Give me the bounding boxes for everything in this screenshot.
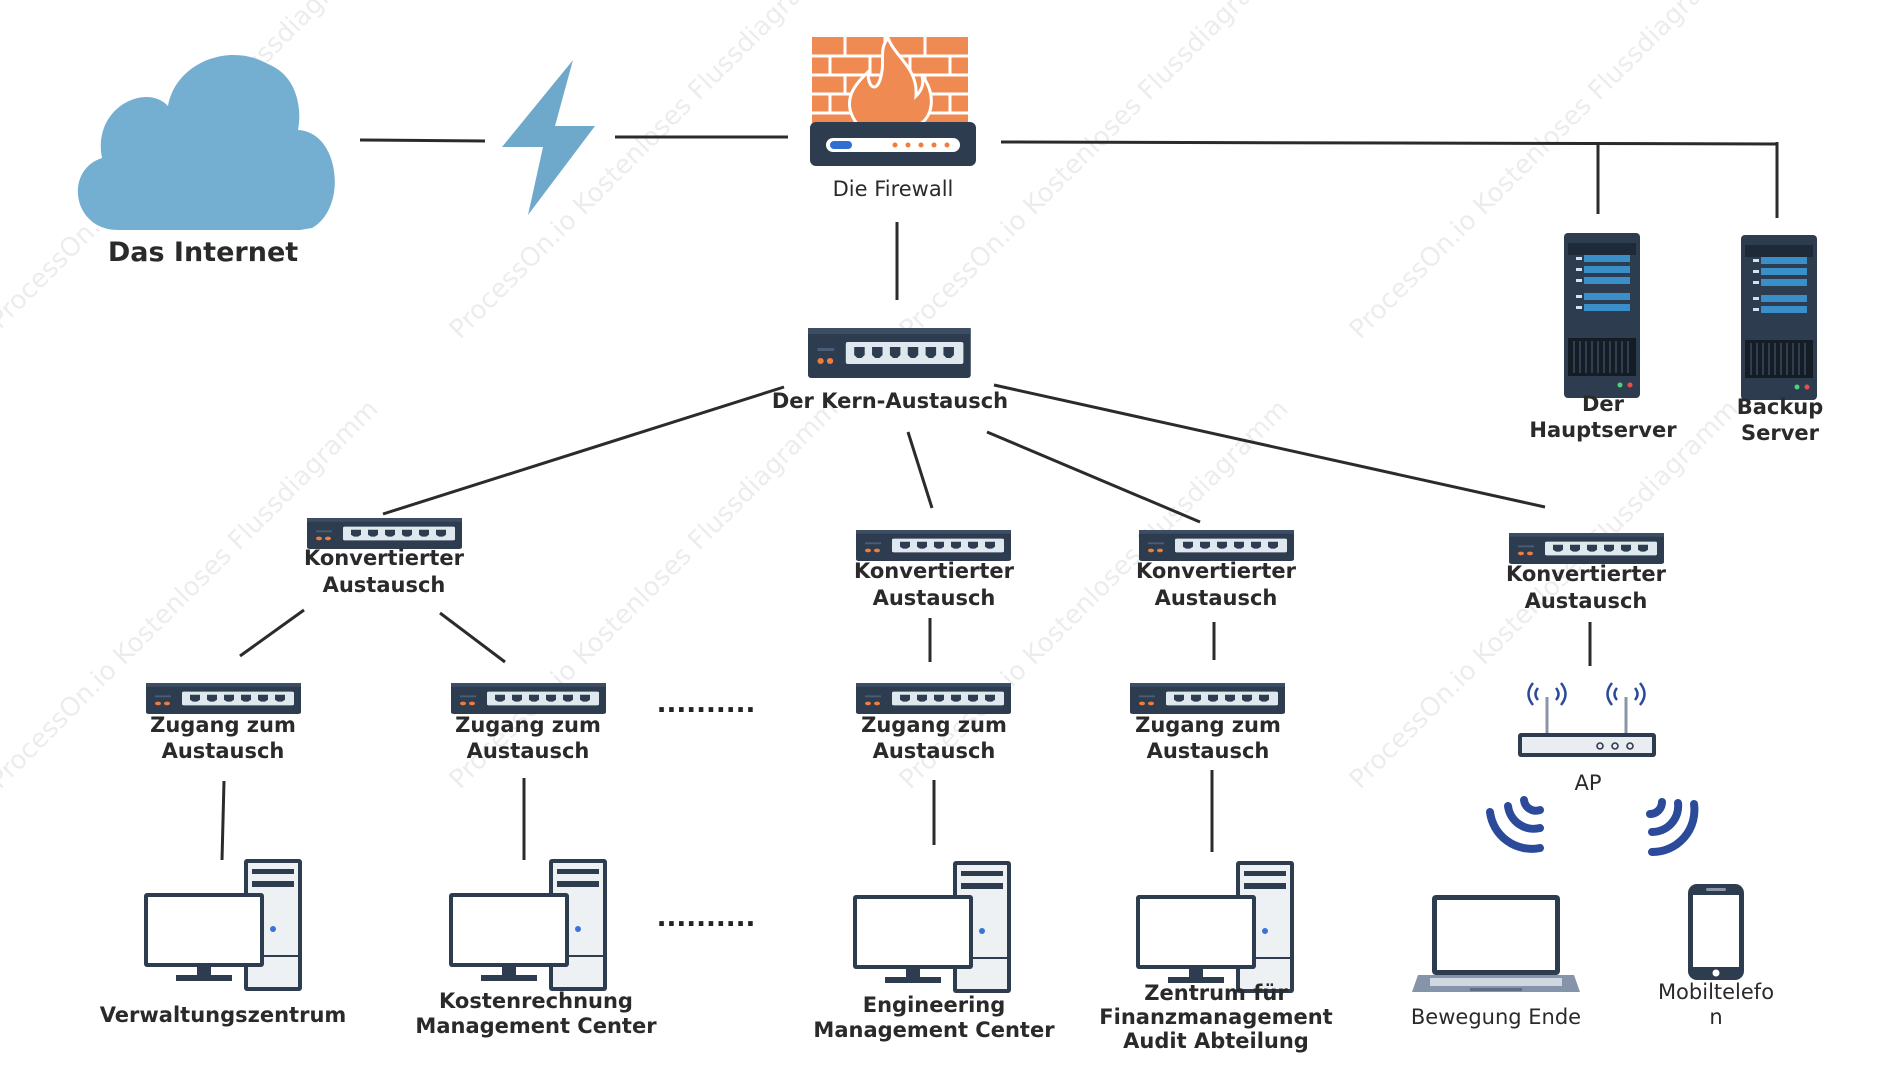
lightning-icon [502,60,595,215]
backup-server-label-1: Backup [1737,395,1824,419]
conversion-switch-4: Konvertierter Austausch [1506,533,1667,613]
main-server-label-2: Hauptserver [1529,418,1677,442]
access-switch-3: Zugang zum Austausch [856,683,1011,763]
switch-icon [808,328,971,378]
pc-finance-audit: Zentrum für Finanzmanagement Audit Abtei… [1099,861,1333,1053]
mobile-phone-node: Mobiltelefo n [1658,884,1774,1029]
pc-cost-accounting: Kostenrechnung Management Center [415,859,657,1038]
pc3-label-1: Engineering [863,993,1006,1017]
access2-label-1: Zugang zum [455,713,601,737]
main-server-node: Der Hauptserver [1529,232,1677,442]
desktop-computer-icon [144,859,302,991]
connections [220,135,1779,861]
conv4-label-1: Konvertierter [1506,562,1667,586]
router-icon [810,122,976,166]
pc3-label-2: Management Center [813,1018,1055,1042]
main-server-label-1: Der [1582,392,1625,416]
conv2-label-2: Austausch [873,586,996,610]
desktop-computer-icon [853,861,1011,993]
internet-label: Das Internet [108,237,298,268]
access1-label-2: Austausch [162,739,285,763]
laptop-label: Bewegung Ende [1411,1005,1581,1029]
access4-label-2: Austausch [1147,739,1270,763]
switch-icon [1139,530,1294,561]
server-icon [1740,234,1818,401]
access1-label-1: Zugang zum [150,713,296,737]
switch-icon [146,683,301,714]
brick-wall-icon [812,35,968,129]
watermark-text: ProcessOn.io Kostenloses Flussdiagramm [444,0,845,345]
cloud-icon [77,55,335,230]
phone-icon [1688,884,1744,980]
wifi-signal-icon [1486,796,1544,853]
phone-label-1: Mobiltelefo [1658,980,1774,1004]
pc4-label-3: Audit Abteilung [1123,1029,1309,1053]
watermark-text: ProcessOn.io Kostenloses Flussdiagramm [1344,0,1745,345]
conv1-label-2: Austausch [323,573,446,597]
core-switch-node: Der Kern-Austausch [772,328,1008,413]
pc4-label-2: Finanzmanagement [1099,1005,1332,1029]
laptop-node: Bewegung Ende [1411,895,1581,1029]
conv1-label-1: Konvertierter [304,546,465,570]
switch-icon [307,518,462,549]
ellipsis-marker: .......... [657,903,756,933]
internet-node: Das Internet [77,55,335,268]
firewall-node: Die Firewall [810,35,976,201]
switch-icon [451,683,606,714]
wifi-signal-icon [1646,798,1699,857]
desktop-computer-icon [1136,861,1294,993]
firewall-label: Die Firewall [833,177,954,201]
switch-icon [856,683,1011,714]
access-point-node: AP [1518,682,1656,795]
access4-label-1: Zugang zum [1135,713,1281,737]
conversion-switch-3: Konvertierter Austausch [1136,530,1297,610]
wireless-router-icon [1518,682,1656,757]
conv3-label-1: Konvertierter [1136,559,1297,583]
conv3-label-2: Austausch [1155,586,1278,610]
access2-label-2: Austausch [467,739,590,763]
conversion-switch-1: Konvertierter Austausch [304,518,465,597]
switch-icon [1130,683,1285,714]
server-icon [1563,232,1641,399]
pc4-label-1: Zentrum für [1144,981,1288,1005]
phone-label-2: n [1709,1005,1722,1029]
switch-icon [856,530,1011,561]
switch-icon [1509,533,1664,564]
pc1-label: Verwaltungszentrum [100,1003,347,1027]
conv4-label-2: Austausch [1525,589,1648,613]
pc2-label-1: Kostenrechnung [439,989,633,1013]
access-switch-1: Zugang zum Austausch [146,683,301,763]
ellipsis-marker: .......... [657,689,756,719]
desktop-computer-icon [449,859,607,991]
access-switch-2: Zugang zum Austausch [451,683,606,763]
pc-admin-center: Verwaltungszentrum [100,859,347,1027]
backup-server-label-2: Server [1741,421,1820,445]
ap-label: AP [1574,771,1601,795]
laptop-icon [1412,895,1580,992]
access3-label-2: Austausch [873,739,996,763]
access3-label-1: Zugang zum [861,713,1007,737]
conversion-switch-2: Konvertierter Austausch [854,530,1015,610]
conv2-label-1: Konvertierter [854,559,1015,583]
core-switch-label: Der Kern-Austausch [772,389,1008,413]
pc2-label-2: Management Center [415,1014,657,1038]
backup-server-node: Backup Server [1737,234,1824,445]
access-switch-4: Zugang zum Austausch [1130,683,1285,763]
pc-engineering: Engineering Management Center [813,861,1055,1042]
